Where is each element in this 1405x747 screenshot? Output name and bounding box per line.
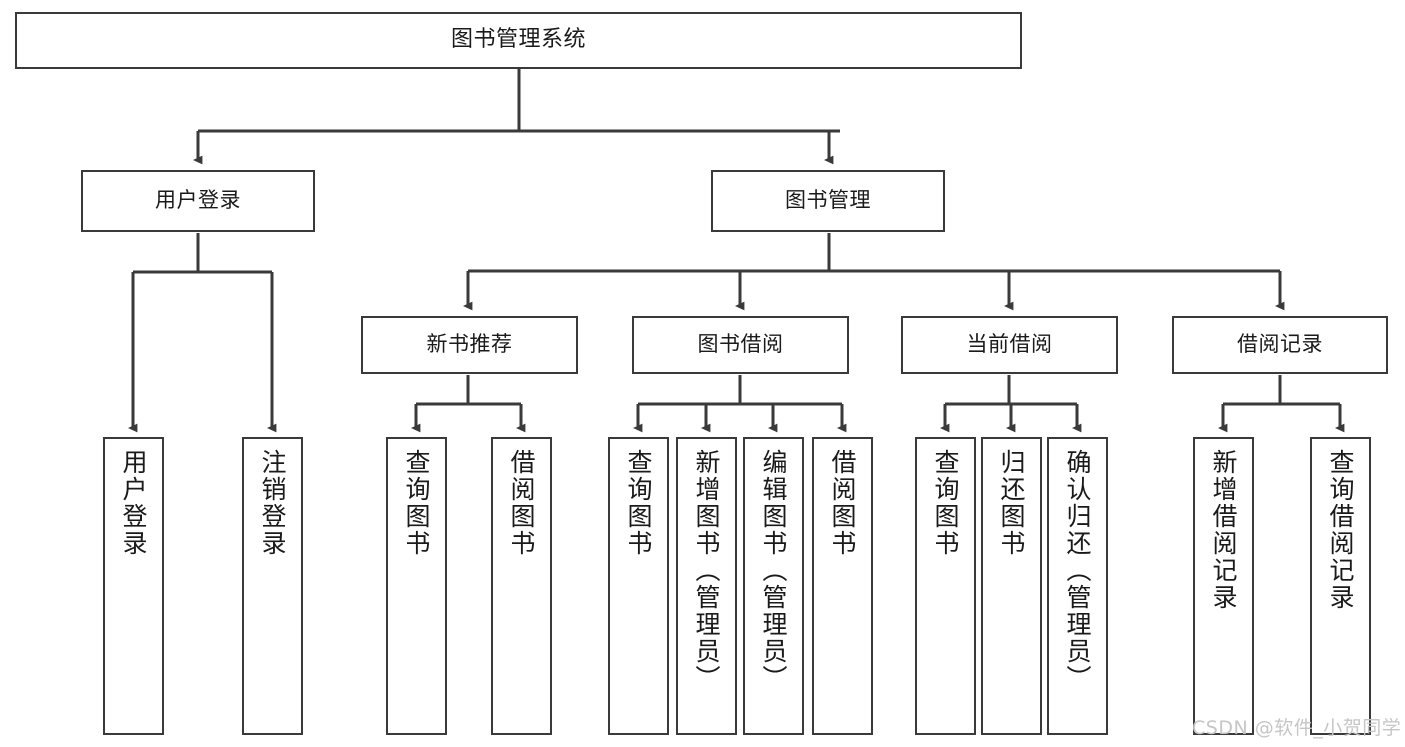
node-book-management[interactable]: 图书管理 [711,170,945,232]
node-label: 图书管理系统 [450,27,586,53]
csdn-watermark: CSDN @软件_小贺同学 [1192,717,1402,739]
node-label: 查询图书 [402,449,431,557]
node-label: 查询借阅记录 [1326,449,1355,611]
node-label: 查询图书 [931,449,960,557]
node-book-borrow[interactable]: 图书借阅 [632,316,849,374]
node-root-book-management-system[interactable]: 图书管理系统 [15,12,1022,69]
node-leaf-query-book-2[interactable]: 查询图书 [608,437,669,735]
node-new-book-recommend[interactable]: 新书推荐 [361,316,578,374]
node-label: 归还图书 [997,449,1026,557]
node-leaf-borrow-book-1[interactable]: 借阅图书 [491,437,552,735]
node-label: 用户登录 [155,188,241,213]
node-borrow-record[interactable]: 借阅记录 [1172,316,1388,374]
node-leaf-confirm-return[interactable]: 确认归还（管理员） [1047,437,1108,735]
node-leaf-add-borrow-record[interactable]: 新增借阅记录 [1193,437,1254,735]
node-label: 用户登录 [119,449,148,557]
node-label: 借阅图书 [828,449,857,557]
node-leaf-user-login[interactable]: 用户登录 [103,437,164,735]
node-label: 注销登录 [258,449,287,557]
node-label: 新增图书（管理员） [692,449,721,692]
node-label: 新增借阅记录 [1209,449,1238,611]
node-leaf-query-book-3[interactable]: 查询图书 [915,437,976,735]
node-label: 确认归还（管理员） [1063,449,1092,692]
node-leaf-return-book[interactable]: 归还图书 [981,437,1042,735]
node-leaf-query-book-1[interactable]: 查询图书 [386,437,447,735]
node-label: 查询图书 [624,449,653,557]
node-label: 图书借阅 [697,332,784,357]
node-current-borrow[interactable]: 当前借阅 [901,316,1118,374]
node-label: 图书管理 [785,188,871,213]
node-leaf-borrow-book-2[interactable]: 借阅图书 [812,437,873,735]
node-user-login[interactable]: 用户登录 [81,170,315,232]
node-leaf-add-book[interactable]: 新增图书（管理员） [676,437,737,735]
node-label: 新书推荐 [426,332,513,357]
node-leaf-query-borrow-record[interactable]: 查询借阅记录 [1310,437,1371,735]
node-leaf-edit-book[interactable]: 编辑图书（管理员） [743,437,804,735]
node-label: 当前借阅 [966,332,1053,357]
node-label: 借阅记录 [1237,332,1323,357]
node-label: 借阅图书 [507,449,536,557]
node-leaf-logout-login[interactable]: 注销登录 [242,437,303,735]
node-label: 编辑图书（管理员） [759,449,788,692]
